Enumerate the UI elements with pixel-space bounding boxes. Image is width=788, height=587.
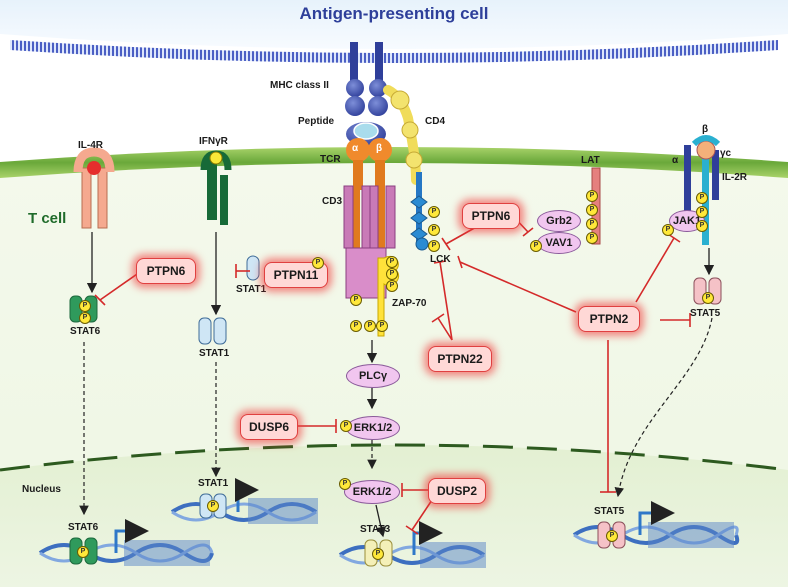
phospho-mark: P	[696, 206, 708, 218]
phospho-mark: P	[350, 320, 362, 332]
tcell-label: T cell	[28, 210, 67, 227]
phospho-mark: P	[350, 294, 362, 306]
phospho-mark: P	[312, 257, 324, 269]
stat6-nuc-label: STAT6	[68, 522, 99, 533]
phospho-mark: P	[372, 548, 384, 560]
ptpn6-left: PTPN6	[136, 258, 196, 284]
apc-title: Antigen-presenting cell	[299, 4, 489, 23]
stat6-cyto-label: STAT6	[70, 326, 101, 337]
stat1-cyto-label: STAT1	[199, 348, 230, 359]
phospho-mark: P	[586, 232, 598, 244]
peptide-label: Peptide	[298, 116, 335, 127]
tcr-label: TCR	[320, 154, 341, 165]
stat3-nuc-label: STAT3	[360, 524, 391, 535]
dna-stat1	[170, 478, 318, 524]
zap70-label: ZAP-70	[392, 298, 427, 309]
translocation-arrows	[79, 317, 713, 516]
phospho-mark: P	[428, 206, 440, 218]
phospho-mark: P	[702, 292, 714, 304]
phospho-mark: P	[696, 220, 708, 232]
ptpn22: PTPN22	[428, 346, 492, 372]
ptpn6-top: PTPN6	[462, 203, 520, 229]
phospho-mark: P	[386, 268, 398, 280]
inhibition-lines	[94, 214, 691, 535]
phospho-mark: P	[586, 204, 598, 216]
phospho-mark: P	[79, 300, 91, 312]
mhc-label: MHC class II	[270, 80, 329, 91]
cd4-label: CD4	[425, 116, 446, 127]
phospho-mark: P	[364, 320, 376, 332]
dna-stat3	[338, 521, 486, 568]
dusp6: DUSP6	[240, 414, 298, 440]
il2r-gamma-label: γc	[720, 148, 732, 159]
ptpn2: PTPN2	[578, 306, 640, 332]
il2r-alpha-label: α	[672, 155, 679, 166]
phospho-mark: P	[79, 312, 91, 324]
lat-label: LAT	[581, 155, 600, 166]
erk-cyto-node: ERK1/2	[346, 416, 400, 440]
il4r	[73, 147, 115, 229]
phospho-mark: P	[376, 320, 388, 332]
il2r-label: IL-2R	[722, 172, 747, 183]
phospho-mark: P	[386, 280, 398, 292]
stat5-nuc-label: STAT5	[594, 506, 625, 517]
tcr	[346, 138, 392, 248]
apc-cytoplasm	[0, 0, 788, 49]
dusp2: DUSP2	[428, 478, 486, 504]
phospho-mark: P	[207, 500, 219, 512]
dna-stat6	[38, 519, 214, 566]
phospho-mark: P	[530, 240, 542, 252]
nucleus-label: Nucleus	[22, 484, 61, 495]
cd3-label: CD3	[322, 196, 343, 207]
stat5-cyto-label: STAT5	[690, 308, 721, 319]
peptide	[353, 122, 379, 140]
stat1-small-label: STAT1	[236, 284, 267, 295]
phospho-mark: P	[586, 190, 598, 202]
nucleus-region	[0, 445, 788, 587]
tcr-alpha-label: α	[352, 143, 359, 154]
phospho-mark: P	[77, 546, 89, 558]
il4r-label: IL-4R	[78, 140, 103, 151]
stat1-dimer-cyto	[198, 317, 227, 345]
tcr-beta-label: β	[376, 143, 383, 154]
stat1-nuc-label: STAT1	[198, 478, 229, 489]
phospho-mark: P	[696, 192, 708, 204]
erk-nuc-node: ERK1/2	[344, 480, 400, 504]
phospho-mark: P	[428, 224, 440, 236]
grb2-node: Grb2	[537, 210, 581, 232]
phospho-mark: P	[339, 478, 351, 490]
lck-label: LCK	[430, 254, 451, 265]
activation-arrows	[86, 232, 715, 538]
phospho-mark: P	[606, 530, 618, 542]
ifngr	[200, 150, 232, 225]
apc-membrane	[10, 40, 778, 63]
ifngr-label: IFNγR	[199, 136, 228, 147]
dna-stat5	[572, 501, 740, 549]
vav1-node: VAV1	[537, 232, 581, 254]
stat1-monomer	[246, 255, 260, 281]
phospho-mark: P	[428, 240, 440, 252]
lck-domains	[410, 195, 429, 251]
nuclear-envelope	[0, 443, 788, 472]
tcell-membrane	[0, 147, 788, 178]
il2r-beta-label: β	[702, 124, 709, 135]
plcg-node: PLCγ	[346, 364, 400, 388]
phospho-mark: P	[340, 420, 352, 432]
phospho-mark: P	[386, 256, 398, 268]
phospho-mark: P	[662, 224, 674, 236]
phospho-mark: P	[586, 218, 598, 230]
